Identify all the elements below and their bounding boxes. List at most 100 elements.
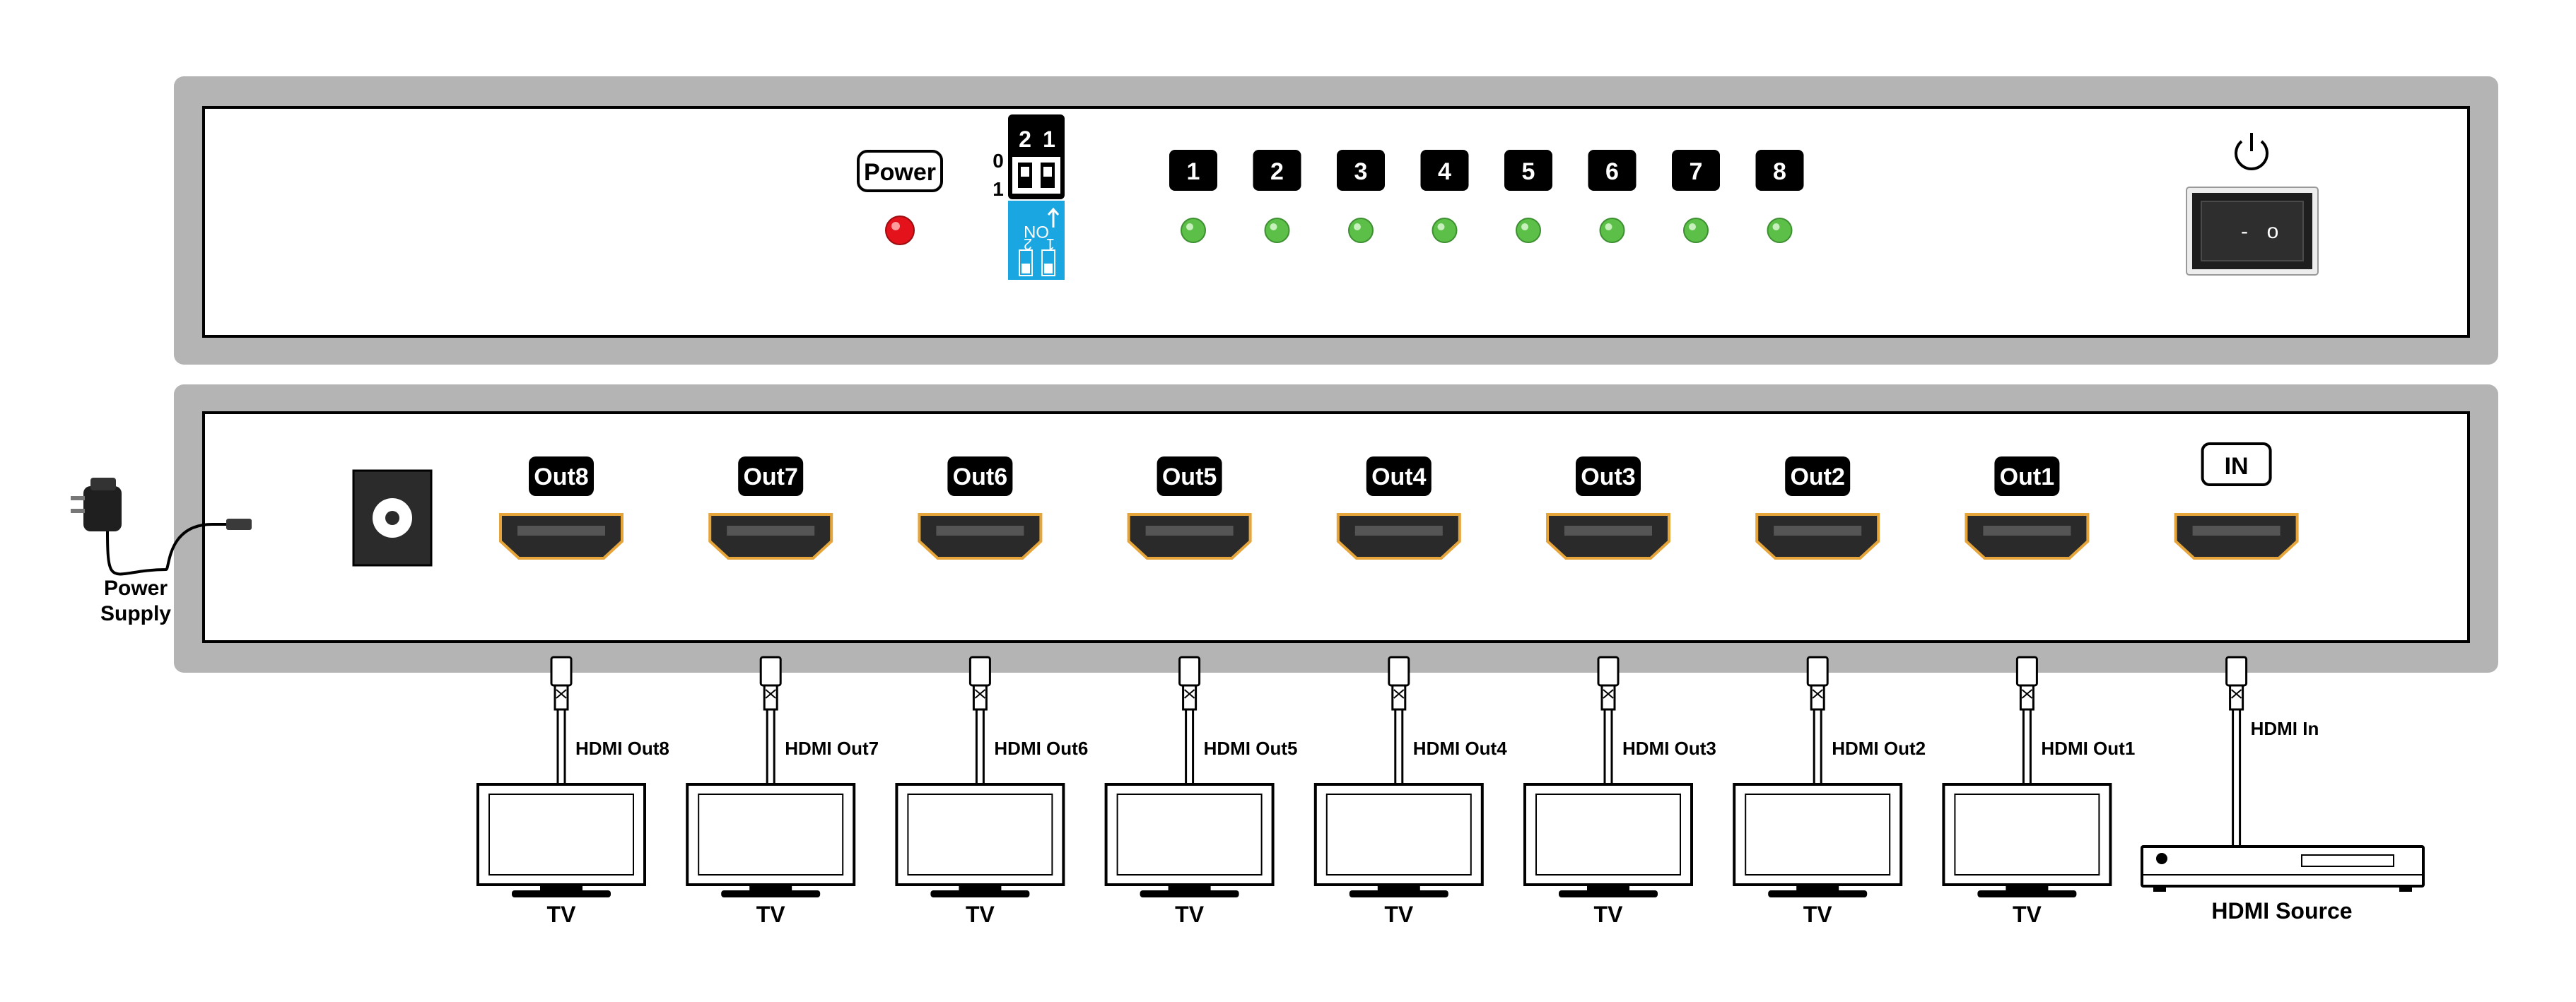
output-led-highlight — [1437, 223, 1445, 230]
tv-screen-inner — [907, 794, 1053, 876]
hdmi-port-pins — [1564, 526, 1652, 536]
hdmi-source-disc-slot — [2301, 854, 2394, 867]
dip-switch-number-1: 1 — [1046, 235, 1055, 253]
tv-1: TV — [476, 783, 646, 927]
tv-label: TV — [1384, 902, 1414, 927]
cable-label: HDMI Out1 — [2041, 738, 2135, 759]
tv-neck — [2006, 885, 2049, 890]
hdmi-port-pins — [936, 526, 1024, 536]
output-number-badge — [1337, 150, 1385, 191]
output-led-highlight — [1689, 223, 1696, 230]
hdmi-input-port[interactable]: IN — [2174, 442, 2299, 560]
power-rocker-switch[interactable]: - o — [2186, 187, 2319, 276]
hdmi-output-port-out7[interactable]: Out7 — [708, 456, 833, 560]
hdmi-port-pins — [1354, 526, 1443, 536]
output-indicator-5: 5 — [1504, 150, 1552, 243]
tv-screen-inner — [488, 794, 634, 876]
dip-header-digit-1: 1 — [1043, 126, 1055, 152]
port-label-box — [529, 456, 594, 496]
port-label: Out4 — [1371, 464, 1427, 490]
hdmi-source-foot-left — [2153, 886, 2166, 892]
cable-label: HDMI In — [2251, 718, 2319, 739]
output-number-badge — [1672, 150, 1720, 191]
tv-7: TV — [1733, 783, 1903, 927]
hdmi-plug-grip — [765, 689, 776, 699]
tv-label: TV — [966, 902, 995, 927]
output-led — [1683, 218, 1709, 243]
rocker-button[interactable] — [2201, 201, 2304, 261]
port-label: Out6 — [953, 464, 1007, 490]
tv-label: TV — [1803, 902, 1833, 927]
hdmi-cable-out-8: HDMI Out8 — [550, 656, 669, 784]
tv-stand-base — [1559, 890, 1658, 897]
output-number-badge — [1504, 150, 1552, 191]
tv-6: TV — [1523, 783, 1693, 927]
output-number-badge — [1588, 150, 1637, 191]
power-cable-plug — [226, 519, 252, 530]
hdmi-plug-icon — [759, 656, 782, 687]
tv-neck — [1587, 885, 1629, 890]
output-led — [1432, 218, 1458, 243]
output-led — [1264, 218, 1290, 243]
hdmi-output-port-out6[interactable]: Out6 — [918, 456, 1043, 560]
port-label: Out1 — [2000, 464, 2054, 490]
hdmi-output-port-out2[interactable]: Out2 — [1755, 456, 1880, 560]
hdmi-cable-out-5: HDMI Out5 — [1178, 656, 1298, 784]
hdmi-output-port-out1[interactable]: Out1 — [1965, 456, 2090, 560]
hdmi-port-icon — [1336, 513, 1461, 560]
tv-screen-inner — [1116, 794, 1263, 876]
tv-label: TV — [756, 902, 786, 927]
hdmi-cable-out-3: HDMI Out3 — [1597, 656, 1716, 784]
cable-label: HDMI Out2 — [1832, 738, 1926, 759]
hdmi-output-port-out5[interactable]: Out5 — [1127, 456, 1252, 560]
dip-slot-2-knob — [1021, 264, 1030, 273]
hdmi-plug-grip — [556, 689, 567, 699]
hdmi-plug-icon — [968, 656, 991, 687]
power-cable — [106, 523, 233, 576]
power-label-box — [857, 150, 943, 192]
tv-stand-base — [721, 890, 821, 897]
hdmi-output-port-out4[interactable]: Out4 — [1336, 456, 1461, 560]
hdmi-port-icon — [708, 513, 833, 560]
hdmi-plug-icon — [1597, 656, 1620, 687]
output-led — [1181, 218, 1206, 243]
output-number-label: 6 — [1605, 158, 1619, 185]
hdmi-output-port-out3[interactable]: Out3 — [1546, 456, 1670, 560]
cable-label: HDMI Out6 — [994, 738, 1088, 759]
tv-8: TV — [1942, 783, 2112, 927]
dip-switch[interactable]: 2 1 0 1 ON 2 1 — [993, 114, 1065, 280]
output-led-highlight — [1605, 223, 1612, 230]
rocker-on-symbol: o — [2267, 220, 2279, 243]
hdmi-plug-icon — [1178, 656, 1201, 687]
power-led — [885, 216, 915, 245]
dip-slot-2 — [1019, 249, 1033, 276]
hdmi-plug-icon — [550, 656, 573, 687]
hdmi-port-pins — [2192, 526, 2281, 536]
output-number-label: 3 — [1354, 158, 1368, 185]
hdmi-plug-grip — [2230, 689, 2242, 699]
tv-stand-base — [1349, 890, 1448, 897]
hdmi-plug-grip — [974, 689, 986, 699]
power-label: Power — [864, 159, 936, 186]
port-label-box — [2201, 442, 2272, 486]
front-panel: Power 2 1 0 1 ON 2 1 — [174, 76, 2498, 365]
dip-on-text-group: ON — [1024, 222, 1049, 241]
hdmi-plug-icon — [2225, 656, 2248, 687]
port-label-box — [947, 456, 1013, 496]
hdmi-cable-in: HDMI In — [2225, 656, 2319, 847]
dip-header-digit-2: 2 — [1019, 126, 1031, 152]
dc-power-jack[interactable] — [352, 469, 433, 567]
tv-stand-base — [512, 890, 611, 897]
output-indicator-3: 3 — [1337, 150, 1385, 243]
cable-label: HDMI Out5 — [1204, 738, 1298, 759]
output-led — [1348, 218, 1374, 243]
dip-switch-number-group: 2 1 — [1024, 235, 1055, 253]
hdmi-output-port-out8[interactable]: Out8 — [499, 456, 623, 560]
front-panel-face — [202, 106, 2470, 338]
power-adapter: Power Supply — [71, 478, 252, 625]
output-number-badge — [1169, 150, 1217, 191]
hdmi-port-pins — [517, 526, 605, 536]
port-label-box — [1994, 456, 2060, 496]
